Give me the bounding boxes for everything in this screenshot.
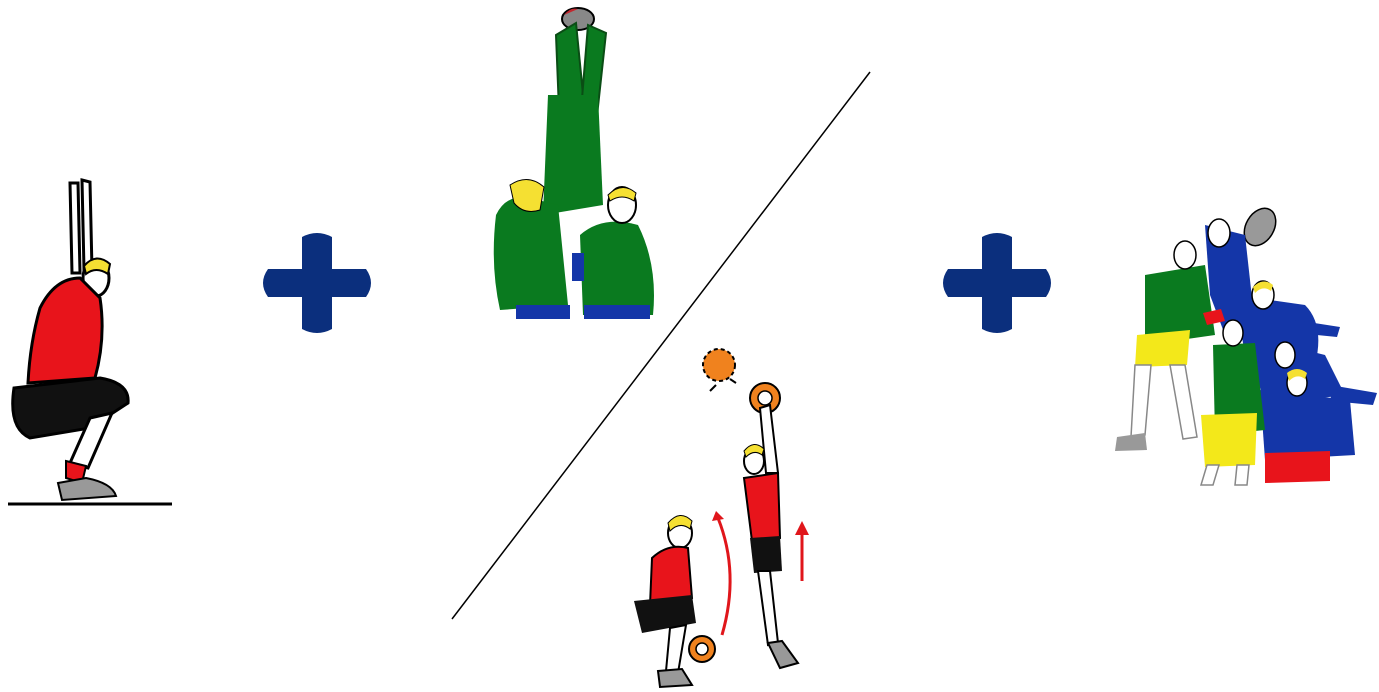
squat-overhead-figure xyxy=(0,178,180,513)
plus-icon xyxy=(938,232,1056,334)
plus-1-icon xyxy=(258,232,376,334)
ball-throw-figure xyxy=(630,343,820,688)
plus-2-icon xyxy=(938,232,1056,334)
maul-figure xyxy=(1115,205,1379,485)
lineout-lift-players-icon xyxy=(488,5,660,323)
lineout-lift-figure xyxy=(488,5,660,323)
squatting-player-arms-up-icon xyxy=(0,178,180,513)
squat-to-jump-ball-throw-icon xyxy=(630,343,820,688)
maul-players-group-icon xyxy=(1115,205,1379,485)
plus-icon xyxy=(258,232,376,334)
